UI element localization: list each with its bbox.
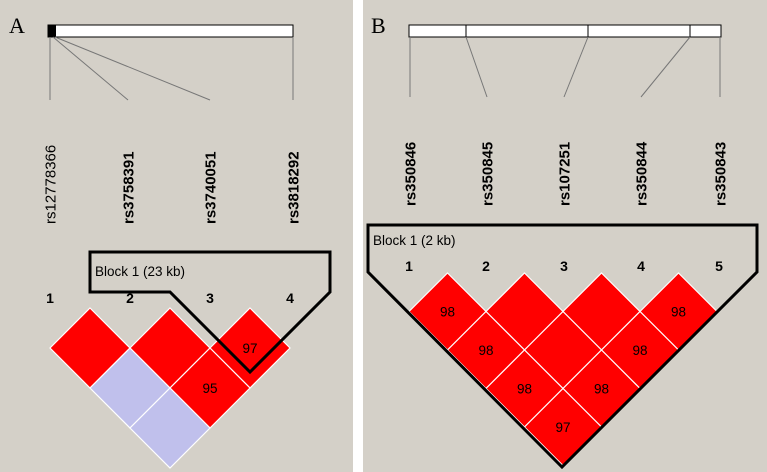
panel-b-snp-bar xyxy=(408,24,722,38)
panel-b-connector-2 xyxy=(465,36,488,98)
panel_a-snp-label: rs3818292 xyxy=(285,151,302,224)
panel-b-ld-cells: 98 98 98 98 98 98 97 xyxy=(408,272,718,467)
panel-a-block-label: Block 1 (23 kb) xyxy=(95,264,185,279)
panel_b-snp-label: rs350843 xyxy=(712,142,729,206)
panel_b-ld-value: 98 xyxy=(517,382,532,397)
panel-a-connectors xyxy=(49,36,294,101)
panel-b-snp-track xyxy=(408,24,722,38)
panel_b-snp-label: rs107251 xyxy=(556,142,573,206)
panel_b-index-label: 2 xyxy=(482,258,490,274)
panel-a-snp-track xyxy=(47,24,294,38)
panel_a-ld-value: 95 xyxy=(202,381,217,396)
panel-b-indices: 1 2 3 4 5 xyxy=(405,258,723,274)
panel_a-snp-label: rs3740051 xyxy=(202,151,219,224)
panel_a-index-label: 2 xyxy=(126,290,134,306)
panel-a-indices: 1 2 3 4 xyxy=(46,290,294,306)
panel-a-snp-marker-block xyxy=(48,25,56,37)
panel-a-connector-3 xyxy=(54,36,211,101)
panel_a-ld-value: 97 xyxy=(242,341,257,356)
panel-b-block-label: Block 1 (2 kb) xyxy=(373,233,456,248)
panel-a-snp-bar xyxy=(47,24,294,38)
panel_b-ld-value: 98 xyxy=(478,343,493,358)
panel_b-snp-label: rs350846 xyxy=(402,142,419,206)
panel_b-index-label: 5 xyxy=(715,258,723,274)
panel-b-connector-3 xyxy=(563,36,589,98)
panel_b-index-label: 3 xyxy=(560,258,568,274)
panel_b-ld-value: 98 xyxy=(632,343,647,358)
panel-a-ld-cells: 97 95 xyxy=(49,307,291,469)
panel-b-connector-4 xyxy=(640,36,691,98)
panel_b-snp-label: rs350844 xyxy=(633,141,650,206)
panel_a-index-label: 1 xyxy=(46,290,54,306)
panel-a-connector-2 xyxy=(52,36,129,101)
panel-b-connectors xyxy=(409,36,721,98)
panel_b-ld-value: 98 xyxy=(671,305,686,320)
panel_b-ld-value: 98 xyxy=(440,305,455,320)
panel-b-label: B xyxy=(371,13,386,38)
panel-b-block-outline xyxy=(366,223,759,470)
panel-b-snp-labels: rs350846 rs350845 rs107251 rs350844 rs350843 xyxy=(402,141,729,206)
panel_a-ld-cell xyxy=(129,387,211,469)
panel-a-label: A xyxy=(9,13,25,38)
panel_b-snp-label: rs350845 xyxy=(479,142,496,206)
panel-a-block-outline xyxy=(88,250,332,375)
panel_b-index-label: 4 xyxy=(637,258,645,274)
panel_a-index-label: 3 xyxy=(206,290,214,306)
panel-a-snp-labels: rs12778366 rs3758391 rs3740051 rs3818292 xyxy=(42,145,302,224)
panel_b-index-label: 1 xyxy=(405,258,413,274)
panel_a-index-label: 4 xyxy=(286,290,294,306)
panel_a-snp-label: rs3758391 xyxy=(120,151,137,224)
panel_b-ld-value: 98 xyxy=(594,382,609,397)
panel_b-ld-value: 97 xyxy=(555,420,570,435)
panel_a-snp-label: rs12778366 xyxy=(42,145,59,224)
